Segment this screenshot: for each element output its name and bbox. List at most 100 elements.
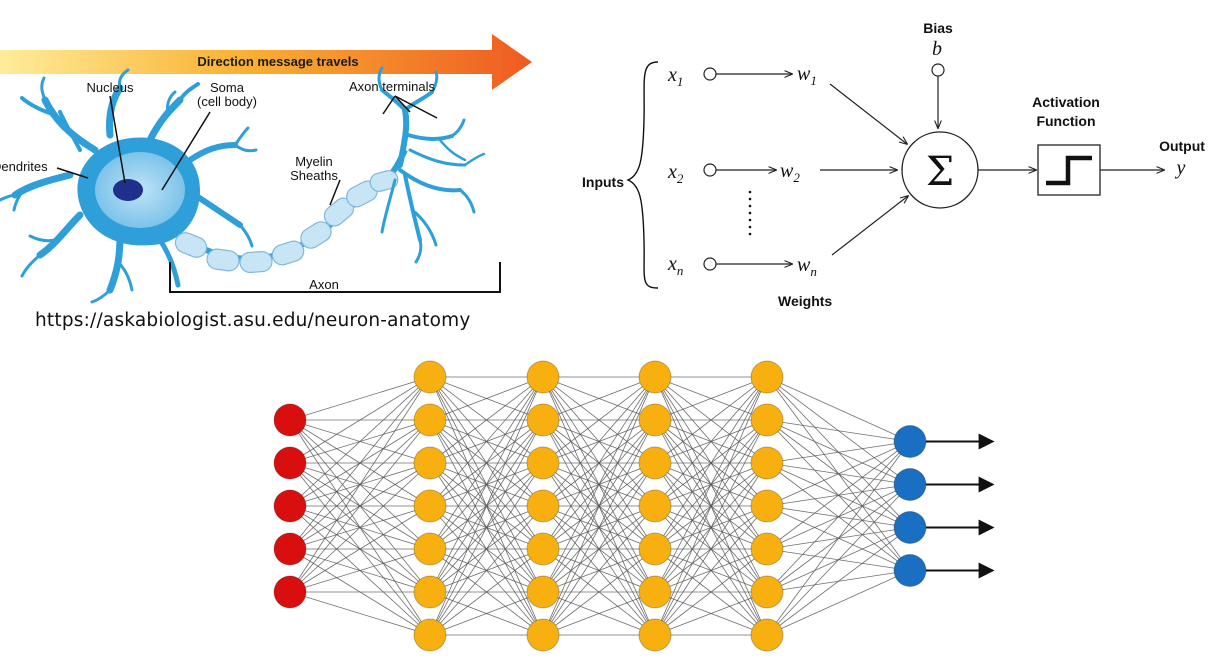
hidden-node — [638, 489, 672, 523]
network-edge — [766, 441, 911, 550]
hidden-node — [750, 446, 784, 480]
network-edge — [654, 376, 768, 636]
source-url: https://askabiologist.asu.edu/neuron-ana… — [35, 310, 471, 331]
hidden-node — [750, 532, 784, 566]
input-connections — [703, 67, 792, 271]
network-edge — [766, 441, 911, 593]
svg-text:wn: wn — [797, 254, 817, 279]
hidden-node — [638, 532, 672, 566]
hidden-node — [526, 446, 560, 480]
network-edge — [429, 376, 544, 421]
hidden-node — [638, 446, 672, 480]
hidden-node — [413, 489, 447, 523]
perceptron-diagram: Inputs x1 x2 xn w1 — [582, 20, 1205, 309]
myelin-label: Myelin — [295, 154, 333, 169]
hidden-node — [750, 575, 784, 609]
svg-text:xn: xn — [667, 253, 683, 278]
dendrites-label: Dendrites — [0, 159, 48, 174]
input-xn: xn — [667, 253, 683, 278]
hidden-node — [526, 403, 560, 437]
hidden-node — [638, 618, 672, 652]
hidden-node — [750, 618, 784, 652]
hidden-node — [413, 575, 447, 609]
axon-terminal-branches — [377, 66, 486, 264]
neuron-illustration: Direction message travels — [0, 34, 532, 304]
svg-text:x1: x1 — [667, 64, 683, 89]
network-edge — [289, 419, 431, 593]
network-edge — [429, 376, 544, 507]
hidden-node — [750, 403, 784, 437]
network-edge — [542, 548, 656, 636]
network-edge — [542, 505, 656, 636]
weight-w2: w2 — [780, 160, 800, 185]
output-node — [893, 511, 927, 544]
activation-label: Activation — [1032, 94, 1100, 110]
bias-symbol: b — [932, 38, 942, 60]
activation-sublabel: Function — [1036, 113, 1095, 129]
network-edge — [542, 376, 656, 550]
network-edge — [542, 419, 656, 636]
network-edge — [429, 419, 544, 636]
network-edge — [766, 441, 911, 636]
network-edge — [766, 441, 911, 507]
hidden-node — [526, 618, 560, 652]
network-edge — [289, 591, 431, 636]
axon-bracket — [169, 262, 501, 293]
network-edge — [542, 462, 656, 636]
network-edge — [654, 462, 768, 636]
network-edge — [654, 505, 768, 636]
summation-symbol: Σ — [926, 149, 954, 195]
network-edge — [289, 376, 431, 550]
network-edge — [542, 376, 656, 507]
hidden-node — [526, 575, 560, 609]
network-edge — [289, 376, 431, 464]
hidden-node — [750, 489, 784, 523]
network-edge — [289, 505, 431, 593]
network-edge — [289, 376, 431, 421]
bias-node — [931, 63, 945, 77]
input-node — [273, 446, 307, 480]
axon-terminals-label: Axon terminals — [349, 79, 435, 94]
myelin-sheaths — [174, 170, 399, 274]
input-x2: x2 — [667, 161, 684, 186]
input-node — [273, 575, 307, 609]
output-node — [893, 425, 927, 458]
network-edge — [542, 591, 656, 636]
network-edge — [542, 376, 656, 593]
network-edge — [766, 441, 911, 464]
leader-lines — [56, 95, 438, 206]
output-node — [893, 468, 927, 501]
weighted-connections — [820, 83, 908, 256]
myelin-sublabel: Sheaths — [290, 168, 338, 183]
network-edge — [654, 376, 768, 507]
network-edge — [654, 419, 768, 636]
step-function-icon — [1046, 155, 1092, 186]
output-arrows — [926, 433, 995, 579]
network-edge — [542, 376, 656, 636]
network-edge — [542, 376, 656, 421]
hidden-node — [638, 403, 672, 437]
direction-arrow: Direction message travels — [0, 34, 532, 90]
hidden-node — [526, 360, 560, 394]
bias-label: Bias — [923, 20, 953, 36]
network-edge — [766, 376, 911, 442]
network-edge — [654, 591, 768, 636]
hidden-node — [413, 618, 447, 652]
ellipsis-dots — [748, 190, 752, 236]
network-edge — [429, 548, 544, 636]
inputs-brace — [626, 61, 659, 289]
svg-text:x2: x2 — [667, 161, 684, 186]
input-node — [273, 532, 307, 566]
hidden-node — [526, 532, 560, 566]
network-edge — [289, 548, 431, 593]
svg-text:w1: w1 — [797, 63, 817, 88]
hidden-node — [638, 360, 672, 394]
axon-label: Axon — [309, 277, 339, 292]
input-node — [273, 489, 307, 523]
network-edge — [766, 419, 911, 442]
network-edge — [654, 376, 768, 593]
hidden-node — [526, 489, 560, 523]
network-edge — [429, 591, 544, 636]
network-edge — [429, 462, 544, 636]
